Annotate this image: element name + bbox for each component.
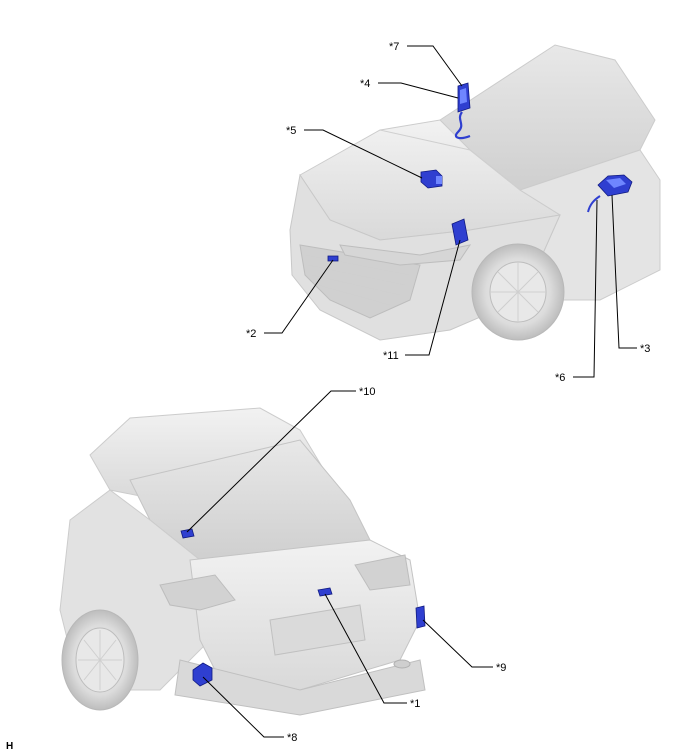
figure-code: H <box>6 741 13 752</box>
part-8-rear-module <box>192 662 213 687</box>
callout-6: *6 <box>555 372 565 384</box>
part-5-sensor <box>420 169 443 189</box>
part-6-mirror-harness <box>587 195 601 213</box>
leader-lines <box>186 45 637 738</box>
leader-8 <box>202 676 284 738</box>
leader-7 <box>407 45 463 87</box>
leader-11 <box>405 239 461 356</box>
callout-11: *11 <box>383 350 399 362</box>
callout-2: *2 <box>246 328 256 340</box>
callout-7: *7 <box>389 41 399 53</box>
leader-2 <box>264 259 334 334</box>
rear-vehicle-illustration <box>59 407 426 716</box>
callout-labels: *7 *4 *5 *2 *11 *6 *3 *10 *9 *1 *8 <box>246 41 650 744</box>
leader-6 <box>573 199 598 378</box>
callout-3: *3 <box>640 343 650 355</box>
callout-8: *8 <box>287 732 297 744</box>
callout-5: *5 <box>286 125 296 137</box>
part-7-camera-housing <box>457 82 471 113</box>
part-9-rear-sensor <box>415 605 426 629</box>
leader-4 <box>378 82 459 99</box>
callout-10: *10 <box>359 386 376 398</box>
leader-10 <box>186 390 356 533</box>
part-2-front-sensor <box>327 255 339 262</box>
leader-9 <box>422 619 493 668</box>
part-4-harness <box>454 111 471 140</box>
callout-9: *9 <box>496 662 506 674</box>
leader-5 <box>304 129 423 179</box>
leader-1 <box>324 593 407 704</box>
callout-4: *4 <box>360 78 370 90</box>
part-10-antenna <box>180 528 195 539</box>
part-1-rear-camera <box>317 587 333 597</box>
leader-3 <box>611 194 637 349</box>
part-3-outer-mirror <box>597 174 633 197</box>
part-11-ecu <box>451 218 469 246</box>
callout-1: *1 <box>410 698 420 710</box>
